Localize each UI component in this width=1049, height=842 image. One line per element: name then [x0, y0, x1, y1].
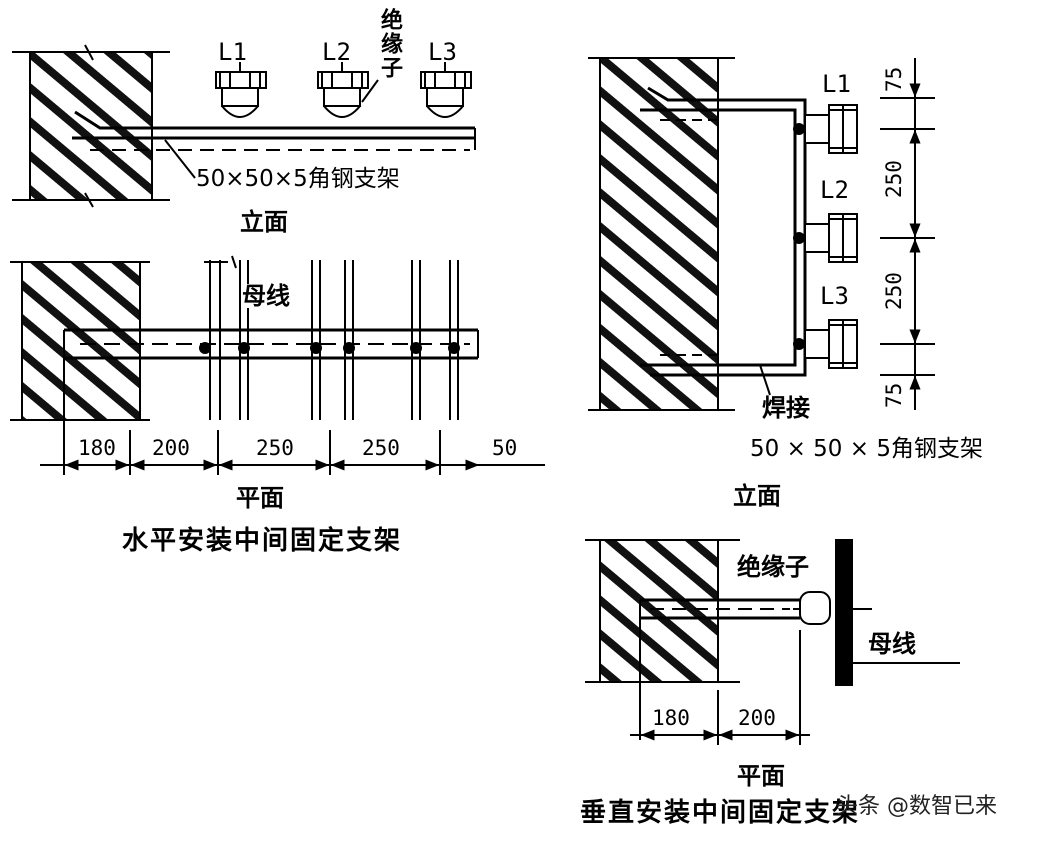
left-dim-250-b: 250: [362, 436, 400, 460]
right-bracket-label: 50 × 50 × 5角钢支架: [750, 436, 983, 462]
left-phase-label-l3: L3: [428, 38, 457, 66]
right-plan-dimension-line: [630, 630, 810, 745]
right-caption: 垂直安装中间固定支架: [580, 798, 861, 828]
left-dim-50: 50: [492, 436, 518, 460]
watermark: 头条 @数智已来: [836, 794, 997, 819]
left-plan-busbars: [204, 255, 459, 420]
right-elevation-insulators: [793, 104, 858, 369]
left-caption: 水平安装中间固定支架: [122, 526, 403, 556]
right-insulator-label: 绝缘子: [737, 553, 809, 581]
right-dim-250-b: 250: [882, 272, 906, 310]
left-dim-250-a: 250: [256, 436, 294, 460]
right-dim-180: 180: [652, 706, 690, 730]
left-phase-label-l1: L1: [218, 38, 247, 66]
left-phase-label-l2: L2: [322, 38, 351, 66]
right-elevation-dimension-line: [880, 58, 935, 410]
left-elevation-wall: [12, 44, 170, 208]
weld-label: 焊接: [762, 394, 810, 422]
left-elevation-bracket: [72, 110, 476, 179]
right-plan-bracket: [639, 591, 831, 740]
right-elevation-view-label: 立面: [733, 482, 781, 510]
right-plan-wall: [585, 539, 740, 683]
right-plan-view-label: 平面: [737, 762, 785, 790]
left-plan-wall: [10, 261, 150, 421]
right-busbar-label: 母线: [868, 630, 916, 658]
left-dim-180: 180: [78, 436, 116, 460]
right-plan-busbar: [835, 539, 960, 686]
right-dim-200: 200: [738, 706, 776, 730]
left-elevation-insulators: [215, 62, 472, 118]
left-bracket-label: 50×50×5角钢支架: [196, 166, 400, 192]
right-phase-label-l3: L3: [820, 282, 849, 310]
right-elevation-wall: [588, 57, 735, 411]
right-dim-250-a: 250: [882, 160, 906, 198]
left-dim-200: 200: [152, 436, 190, 460]
left-plan-view-label: 平面: [236, 484, 284, 512]
right-dim-75-top: 75: [882, 66, 906, 92]
left-elevation-view-label: 立面: [240, 208, 288, 236]
right-phase-label-l1: L1: [822, 70, 851, 98]
left-insulator-label: 绝缘子: [377, 8, 402, 80]
left-plan-dimension-line: [40, 430, 545, 475]
left-plan-bracket: [63, 328, 479, 440]
right-dim-75-bottom: 75: [882, 382, 906, 408]
right-phase-label-l2: L2: [820, 176, 849, 204]
left-busbar-label: 母线: [242, 282, 290, 310]
